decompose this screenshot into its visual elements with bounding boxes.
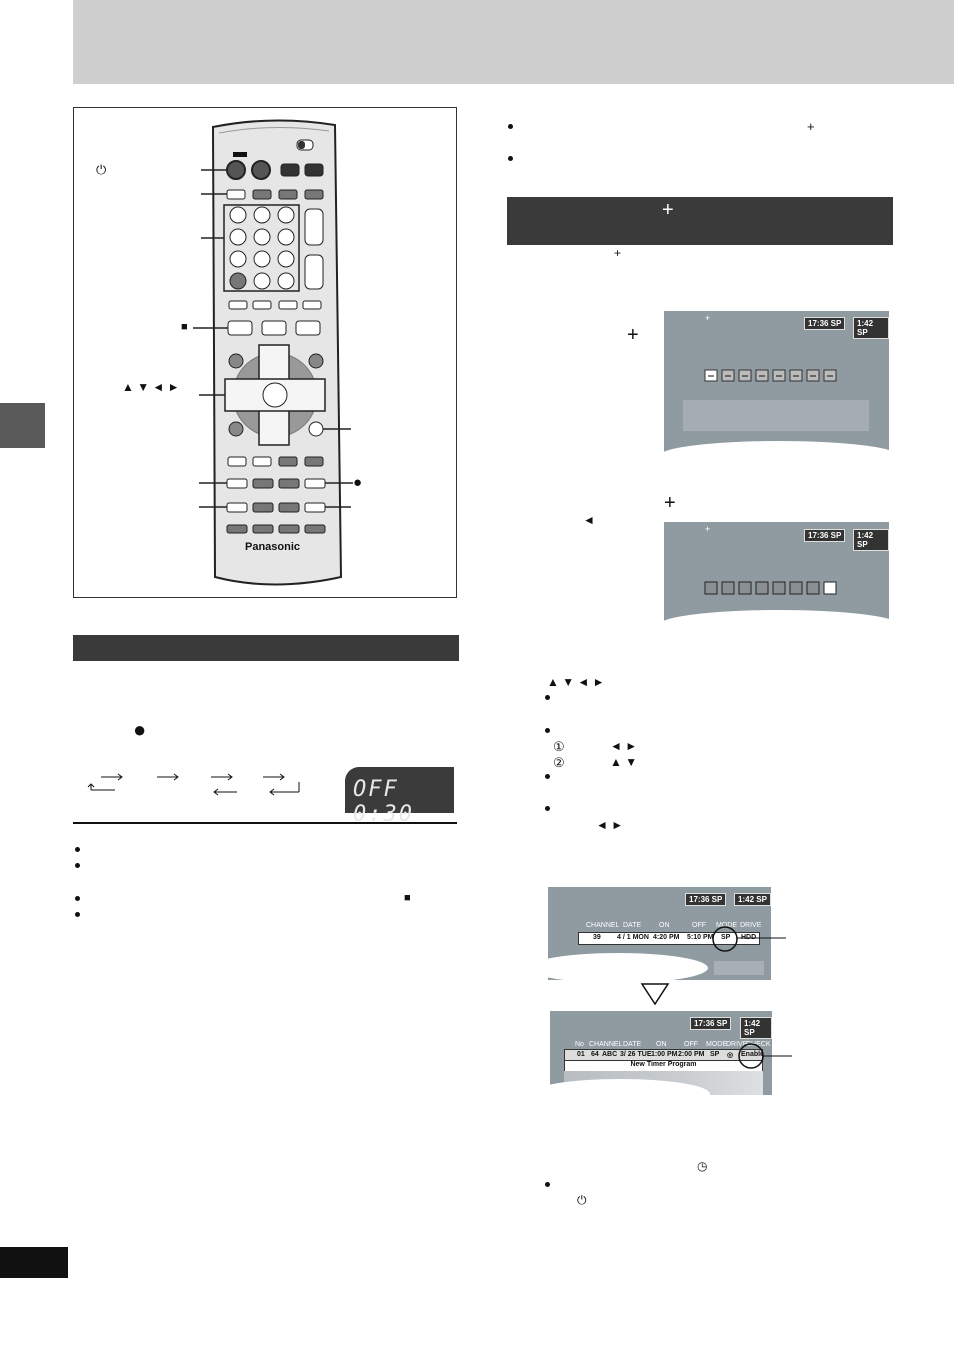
remain-tag: 1:42 SP [734, 893, 771, 906]
bullet [75, 847, 80, 852]
plus-icon: + [627, 324, 639, 346]
bullet [545, 695, 550, 700]
timer-list-screen: 17:36 SP 1:42 SP No CHANNEL DATE ON OFF … [550, 1011, 772, 1095]
brand-logo: Panasonic [245, 541, 301, 553]
col-header: CHANNEL [589, 1041, 623, 1048]
col-header: CHANNEL [586, 922, 620, 929]
plus-icon: + [664, 492, 676, 514]
col-header: OFF [684, 1041, 698, 1048]
left-right-arrow-icons: ◄ ► [610, 739, 638, 753]
highlight-circle-callout [712, 926, 786, 952]
plus-icon: + [662, 199, 674, 221]
section-heading-bar [73, 635, 459, 661]
timer-setting-screen: 17:36 SP 1:42 SP CHANNEL DATE ON OFF MOD… [548, 887, 771, 980]
osd-message-area [683, 400, 869, 431]
torn-edge [548, 953, 708, 980]
col-header: DATE [623, 922, 642, 929]
record-icon-large: ● [133, 717, 147, 742]
cell: Enable [741, 1051, 764, 1058]
bullet [545, 1182, 550, 1187]
cell: 4:20 PM [653, 934, 680, 941]
remain-tag: 1:42 SP [740, 1017, 772, 1039]
lcd-display: OFF 0:30 [345, 767, 454, 827]
bullet [545, 806, 550, 811]
cell: 1:00 PM [651, 1051, 678, 1058]
col-header: OFF [692, 922, 706, 929]
cell: 5:10 PM [687, 934, 714, 941]
power-icon: ⏻ [96, 162, 107, 177]
remain-tag: 17:36 SP [690, 1017, 732, 1030]
plus-icon: + [614, 246, 622, 260]
col-header: No [575, 1041, 584, 1048]
bullet [508, 156, 513, 161]
col-header: ON [656, 1041, 667, 1048]
remote-illustration-box [73, 107, 457, 598]
circled-number: ① [553, 739, 565, 754]
header-band [73, 0, 954, 84]
torn-edge [664, 610, 889, 627]
stop-icon: ■ [181, 321, 188, 333]
side-chapter-tab [0, 403, 45, 448]
record-icon: ● [353, 474, 363, 491]
cell: 4 / 1 MON [617, 934, 649, 941]
arrow-icons: ▲ ▼ ◄ ► [122, 380, 180, 394]
plus-icon: + [807, 119, 815, 134]
left-right-arrow-icons: ◄ ► [596, 818, 624, 832]
col-header: CHECK [746, 1041, 771, 1048]
up-down-arrow-icons: ▲ ▼ [610, 755, 638, 769]
cell: 64 [591, 1051, 599, 1058]
cell: SP [710, 1051, 720, 1058]
cell: 2:00 PM [678, 1051, 705, 1058]
code-boxes [704, 581, 837, 595]
section-heading-bar-right [507, 197, 893, 245]
bullet [508, 124, 513, 129]
bullet [545, 728, 550, 733]
col-header: DRIVE [726, 1041, 748, 1048]
col-header: MODE [706, 1041, 727, 1048]
col-header: ON [659, 922, 670, 929]
cell: 3/ 26 TUE [620, 1051, 652, 1058]
osd-button-area [714, 961, 764, 975]
power-icon: ⏻ [577, 1193, 587, 1207]
remain-tag: 17:36 SP [804, 529, 846, 542]
lcd-text: OFF 0:30 [353, 777, 414, 827]
col-header: DRIVE [740, 922, 762, 929]
remain-tag: 1:42 SP [853, 317, 889, 339]
timer-entry-row: 39 4 / 1 MON 4:20 PM 5:10 PM SP HDD [578, 932, 760, 945]
col-header: DATE [623, 1041, 642, 1048]
left-arrow-icon: ◄ [583, 513, 595, 527]
osd-screen-code-entry: + 17:36 SP 1:42 SP [664, 311, 889, 453]
cell: 01 [577, 1051, 585, 1058]
divider-line [73, 822, 457, 824]
bullet [75, 912, 80, 917]
remain-tag: 17:36 SP [685, 893, 727, 906]
col-header: MODE [716, 922, 737, 929]
code-dash-boxes [704, 369, 837, 382]
bullet [545, 774, 550, 779]
remote-illustration [193, 119, 353, 586]
cycle-arrows-diagram [87, 773, 300, 796]
osd-screen-code-filled: + 17:36 SP 1:42 SP [664, 522, 889, 627]
remain-tag: 1:42 SP [853, 529, 889, 551]
cell: SP [721, 934, 731, 941]
highlight-circle-callout [738, 1043, 792, 1069]
torn-edge [550, 1079, 710, 1095]
cell: ABC [602, 1051, 618, 1058]
bullet [75, 896, 80, 901]
bullet [75, 863, 80, 868]
plus-small: + [705, 524, 711, 534]
page-number-tab [0, 1247, 68, 1278]
plus-small: + [705, 313, 711, 323]
cell: 39 [593, 934, 601, 941]
clock-icon: ◷ [697, 1159, 708, 1173]
circled-number: ② [553, 755, 565, 770]
hdd-icon: ◎ [727, 1052, 734, 1059]
cell: New Timer Program [630, 1061, 697, 1068]
stop-icon: ■ [404, 892, 411, 904]
torn-edge [664, 441, 889, 453]
arrow-icons: ▲ ▼ ◄ ► [547, 675, 605, 689]
remain-tag: 17:36 SP [804, 317, 846, 330]
down-triangle-icon [640, 983, 670, 1006]
